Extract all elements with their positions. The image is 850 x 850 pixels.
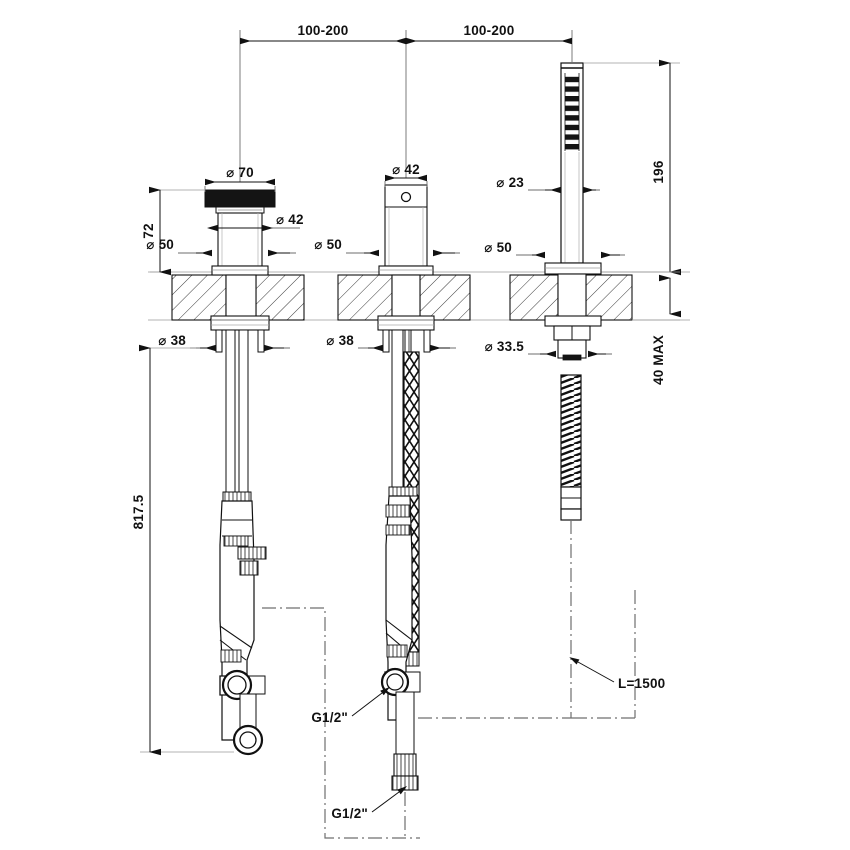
label-handle-shank-dia: ⌀ 38	[326, 333, 354, 348]
label-shower-shank-dia: ⌀ 33.5	[485, 339, 525, 354]
spout-fitting-upper	[239, 560, 259, 576]
spout-assembly	[204, 189, 276, 756]
handle-base-flange	[378, 265, 434, 276]
label-total-length: 817.5	[131, 494, 146, 529]
top-spacing-dimension-group: 100-200 100-200	[239, 23, 573, 182]
handle-indicator-button	[400, 191, 412, 203]
shower-outlet-seal	[562, 354, 582, 361]
dim-shower-shank-dia: ⌀ 33.5	[485, 339, 612, 358]
label-hose-length: L=1500	[618, 676, 665, 691]
spout-inlet-upper	[219, 669, 266, 701]
handle-assembly	[377, 184, 435, 791]
spout-barrel	[217, 212, 263, 267]
callout-inlet-upper: G1/2"	[311, 686, 390, 725]
shower-hose	[560, 374, 582, 521]
spout-cap	[204, 189, 276, 208]
label-handle-body-dia: ⌀ 42	[392, 162, 420, 177]
handle-inlet-lower	[391, 775, 419, 791]
spout-base-flange	[211, 265, 269, 276]
handle-inlet-lower-nut	[393, 753, 417, 777]
label-wand-length: 196	[651, 160, 666, 183]
handle-inlet-upper	[380, 667, 421, 697]
dim-handle-shank-dia: ⌀ 38	[326, 333, 456, 352]
label-shower-flange-dia: ⌀ 50	[484, 240, 512, 255]
spout-shank	[225, 274, 257, 321]
label-spout-shank-dia: ⌀ 38	[158, 333, 186, 348]
spout-inlet-lower	[232, 693, 264, 756]
label-inlet-lower: G1/2"	[331, 806, 368, 821]
dim-wand-length: 196	[584, 59, 681, 276]
callout-hose-length: L=1500	[569, 657, 665, 691]
label-shower-wand-dia: ⌀ 23	[496, 175, 524, 190]
spout-riser-tube-b	[238, 329, 249, 499]
dim-handle-body-dia: ⌀ 42	[384, 162, 428, 187]
dim-spout-cap-dia: ⌀ 70	[204, 165, 276, 192]
spout-clamp-plate	[210, 315, 270, 331]
label-deck-thickness: 40 MAX	[651, 335, 666, 385]
dim-spout-body-dia: ⌀ 42	[207, 212, 304, 232]
handle-lower-tube	[395, 691, 415, 755]
dim-total-length: 817.5	[131, 344, 234, 756]
handle-shank	[391, 274, 421, 321]
label-spacing-right: 100-200	[464, 23, 515, 38]
shower-head-knurl	[565, 73, 579, 151]
spout-hex-nut-upper	[237, 546, 267, 560]
shower-assembly	[544, 62, 602, 521]
label-spout-cap-dia: ⌀ 70	[226, 165, 254, 180]
label-height-above-deck: 72	[141, 223, 156, 238]
handle-clamp-plate	[377, 315, 435, 331]
handle-coupling-collar	[388, 486, 418, 497]
dim-spout-shank-dia: ⌀ 38	[158, 333, 290, 352]
dim-height-above-deck: 72	[141, 186, 204, 276]
dim-deck-thickness: 40 MAX	[632, 271, 681, 385]
label-spacing-left: 100-200	[298, 23, 349, 38]
label-spout-body-dia: ⌀ 42	[276, 212, 304, 227]
spout-coupling-collar	[222, 491, 252, 502]
label-handle-flange-dia: ⌀ 50	[314, 237, 342, 252]
dim-shower-flange-dia: ⌀ 50	[484, 240, 625, 259]
shower-base-flange	[544, 262, 602, 275]
callout-inlet-lower: G1/2"	[331, 786, 408, 821]
label-inlet-upper: G1/2"	[311, 710, 348, 725]
handle-riser-tube	[391, 329, 404, 493]
shower-shank	[557, 273, 587, 321]
route-spout-feed	[262, 607, 420, 839]
spout-riser-tube-a	[225, 329, 236, 499]
dim-shower-wand-dia: ⌀ 23	[496, 175, 600, 194]
connection-routing-lines	[262, 520, 636, 839]
dim-handle-flange-dia: ⌀ 50	[314, 237, 460, 257]
shower-clamp-plate	[544, 315, 602, 327]
